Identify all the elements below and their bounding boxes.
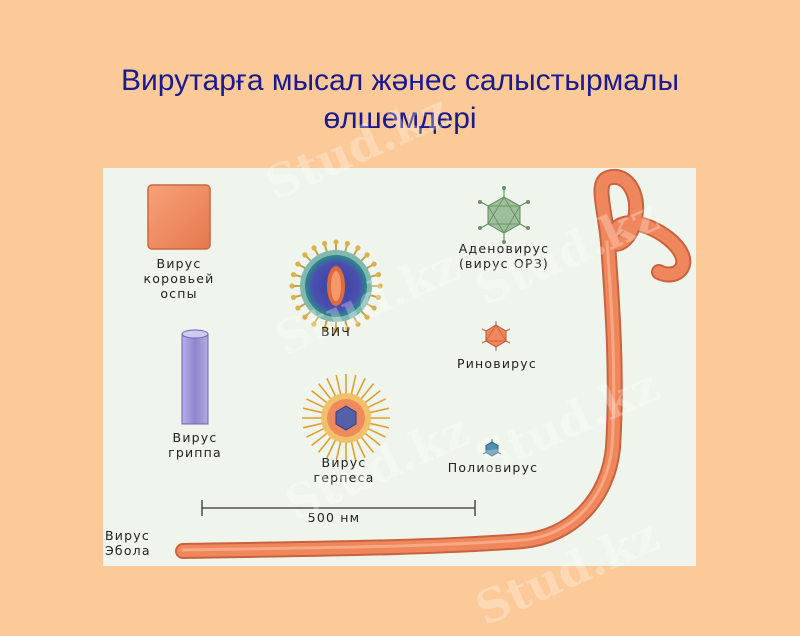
cowpox-virus-shape [147,184,211,250]
cowpox-label-line-1: Вирус [156,256,202,271]
herpes-virus-shape [302,374,390,462]
influenza-label-line-1: Вирус [172,430,218,445]
adenovirus-label-line-2: (вирус ОРЗ) [458,256,549,271]
rhinovirus-shape [481,321,511,351]
scale-bar [201,500,476,516]
influenza-virus-shape [181,329,209,425]
ebola-label-line-1: Вирус [105,528,150,543]
adenovirus-label: Аденовирус (вирус ОРЗ) [436,241,572,271]
virus-diagram [147,168,692,559]
rhinovirus-label: Риновирус [457,356,537,371]
influenza-virus-label: Вирус гриппа [153,430,237,460]
adenovirus-label-line-1: Аденовирус [458,241,550,256]
slide-title-line-1: Вирутарға мысал жəнес салыстырмалы [120,64,680,97]
influenza-label-line-2: гриппа [168,445,222,460]
herpes-virus-label: Вирус герпеса [299,455,389,485]
hiv-virus-shape [289,239,383,333]
herpes-label-line-1: Вирус [321,455,367,470]
cowpox-virus-label: Вирус коровьей оспы [133,256,225,301]
poliovirus-label: Полиовирус [447,460,539,475]
cowpox-label-line-3: оспы [160,286,198,301]
adenovirus-shape [478,186,530,244]
slide-title-line-2: өлшемдері [323,102,477,135]
slide-title: Вирутарға мысал жəнес салыстырмалы өлшем… [40,62,760,138]
scale-bar-label: 500 нм [307,510,361,525]
hiv-label: ВИЧ [320,324,352,339]
ebola-virus-shape [175,168,692,559]
ebola-virus-label: Вирус Эбола [105,528,185,558]
herpes-label-line-2: герпеса [313,470,375,485]
virus-diagram-panel: Вирус коровьей оспы ВИЧ Аденовирус (виру… [103,168,696,566]
cowpox-label-line-2: коровьей [143,271,215,286]
ebola-label-line-2: Эбола [105,543,151,558]
poliovirus-shape [482,439,502,457]
